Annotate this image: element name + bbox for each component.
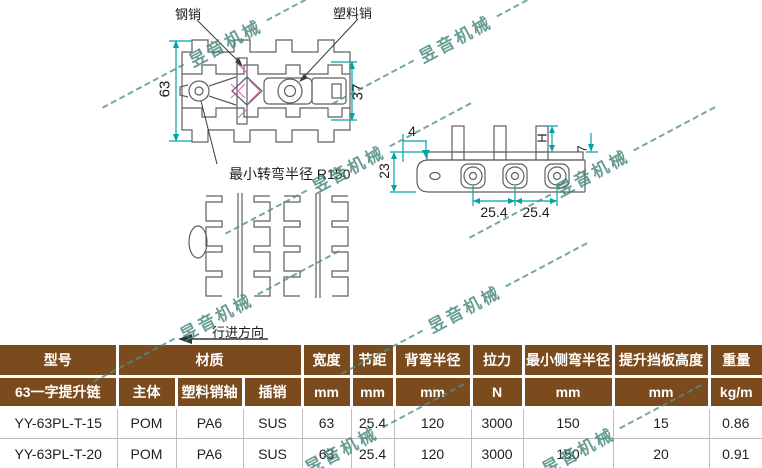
dimension-63-lines [169,40,192,142]
table-header-row-1: 型号 材质 宽度 节距 背弯半径 拉力 最小侧弯半径 提升挡板高度 重量 [0,345,762,378]
leader-arrow [235,58,243,67]
spec-table: 型号 材质 宽度 节距 背弯半径 拉力 最小侧弯半径 提升挡板高度 重量 63一… [0,345,762,468]
dim-63-label: 63 [156,80,174,98]
header-cell: mm [300,374,353,409]
spec-cell: 63 [301,406,352,439]
spec-cell: SUS [242,437,303,468]
spec-cell: 25.4 [350,437,395,468]
header-cell: 提升挡板高度 [611,345,711,378]
spec-cell: 150 [522,406,614,439]
header-cell: 背弯半径 [392,345,473,378]
front-view-drawing [179,39,351,143]
spec-cell: 120 [393,406,472,439]
plastic-pin-label: 塑料销 [333,6,373,21]
leader-lines [196,18,359,165]
spec-cell: 63 [301,437,352,468]
spec-cell: 150 [522,437,614,468]
dimension-arrowheads [391,126,594,204]
header-cell: 重量 [707,345,762,378]
header-cell: 主体 [115,374,178,409]
spec-cell: 20 [612,437,710,468]
table-row: YY-63PL-T-20 POM PA6 SUS 63 25.4 120 300… [0,437,762,468]
table-row: YY-63PL-T-15 POM PA6 SUS 63 25.4 120 300… [0,406,762,439]
pitch-left-label: 25.4 [480,204,508,220]
spec-cell: YY-63PL-T-15 [0,406,118,439]
header-cell: 拉力 [469,345,525,378]
dim-4-label: 4 [408,123,416,139]
spec-cell: 3000 [470,406,524,439]
spec-cell: 15 [612,406,710,439]
header-cell: 型号 [0,345,119,378]
header-cell: N [469,374,525,409]
header-cell: mm [521,374,615,409]
dim-37-label: 37 [349,83,367,101]
table-header-row-2: 63一字提升链 主体 塑料销轴 插销 mm mm mm N mm mm kg/m [0,374,762,409]
header-cell: 最小侧弯半径 [521,345,615,378]
spec-cell: 25.4 [350,406,395,439]
spec-cell: 120 [393,437,472,468]
spec-cell: 0.86 [708,406,762,439]
spec-cell: SUS [242,406,303,439]
header-cell: 塑料销轴 [174,374,245,409]
spec-cell: PA6 [175,437,244,468]
spec-cell: PA6 [175,406,244,439]
side-view-drawing [416,125,586,193]
spec-cell: 3000 [470,437,524,468]
spec-cell: POM [116,406,177,439]
header-cell: mm [392,374,473,409]
dimension-37-lines [331,61,357,121]
header-cell: kg/m [707,374,762,409]
header-cell: 节距 [349,345,396,378]
travel-direction-label: 行进方向 [212,325,265,340]
header-cell: 插销 [241,374,304,409]
top-view-drawing [188,193,349,298]
technical-drawing [169,18,598,344]
steel-pin-label: 钢销 [175,7,202,22]
hatch-pattern [230,63,261,119]
leader-arrow [299,74,308,82]
pitch-right-label: 25.4 [522,204,550,220]
header-cell: 宽度 [300,345,353,378]
header-cell: 63一字提升链 [0,374,119,409]
header-cell: mm [349,374,396,409]
spec-cell: 0.91 [708,437,762,468]
header-cell: mm [611,374,711,409]
spec-cell: YY-63PL-T-20 [0,437,118,468]
dim-h-label: H [534,133,550,143]
spec-cell: POM [116,437,177,468]
header-cell: 材质 [115,345,304,378]
travel-direction-arrow [178,334,268,344]
min-radius-label: 最小转弯半径 R150 [229,166,351,182]
dim-23-label: 23 [376,163,392,179]
dim-7-label: 7 [574,145,590,153]
